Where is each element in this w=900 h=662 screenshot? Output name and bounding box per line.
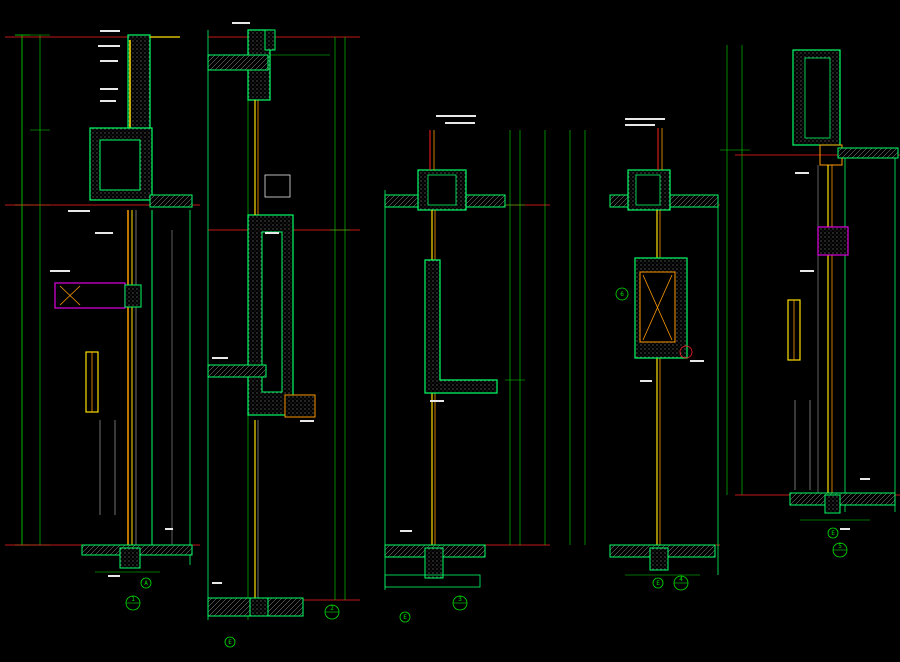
marker-number: 1 — [131, 596, 135, 603]
section-4-group — [584, 118, 720, 576]
marker-number: 4 — [679, 576, 683, 583]
marker-letter: A — [144, 580, 148, 587]
marker-number: 3 — [458, 596, 462, 603]
marker-letter: E — [831, 530, 835, 537]
section-1-group — [5, 30, 200, 577]
section-5-group — [720, 45, 900, 530]
section-marker-1: A 1 — [125, 577, 152, 611]
callout-number: 6 — [620, 291, 624, 298]
section-3-group — [384, 115, 571, 590]
section-marker-3: E 3 — [399, 595, 468, 623]
section-2-group — [207, 22, 360, 620]
marker-letter: E — [656, 580, 660, 587]
section-marker-5: E 5 — [827, 527, 848, 558]
marker-letter: E — [228, 639, 232, 646]
marker-number: 5 — [838, 543, 842, 550]
section-marker-4: E 4 — [652, 575, 689, 591]
marker-letter: E — [403, 614, 407, 621]
callout-6: 6 — [615, 287, 629, 301]
section-marker-2: E 2 — [224, 604, 340, 648]
marker-number: 2 — [330, 605, 334, 612]
